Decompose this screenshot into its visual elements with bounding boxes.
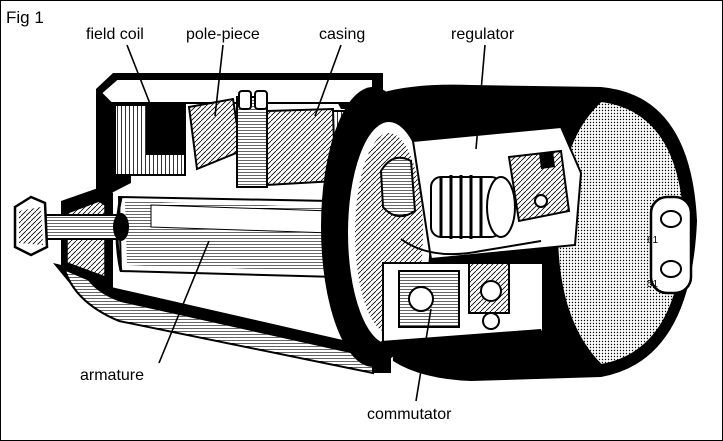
figure-number: Fig 1 xyxy=(6,8,44,27)
leader-armature xyxy=(158,240,210,364)
commutator xyxy=(381,262,549,357)
leader-casing xyxy=(314,44,342,117)
label-casing: casing xyxy=(319,26,366,43)
label-armature: armature xyxy=(80,367,145,384)
regulator-coil xyxy=(430,175,516,239)
terminal-label: 51 xyxy=(647,279,659,290)
terminal-plate: 61 51 xyxy=(647,195,693,295)
regulator xyxy=(379,125,583,261)
leader-lines xyxy=(126,44,486,402)
leader-field-coil xyxy=(126,44,157,120)
label-field-coil: field coil xyxy=(86,26,144,43)
label-commutator: commutator xyxy=(367,406,452,423)
terminal-label: 61 xyxy=(647,235,659,246)
leader-regulator xyxy=(475,44,486,150)
pole-piece xyxy=(187,90,337,188)
armature xyxy=(115,195,341,279)
leader-commutator xyxy=(415,308,432,402)
label-regulator: regulator xyxy=(451,26,515,43)
leader-pole-piece xyxy=(214,44,224,117)
label-pole-piece: pole-piece xyxy=(186,26,260,43)
